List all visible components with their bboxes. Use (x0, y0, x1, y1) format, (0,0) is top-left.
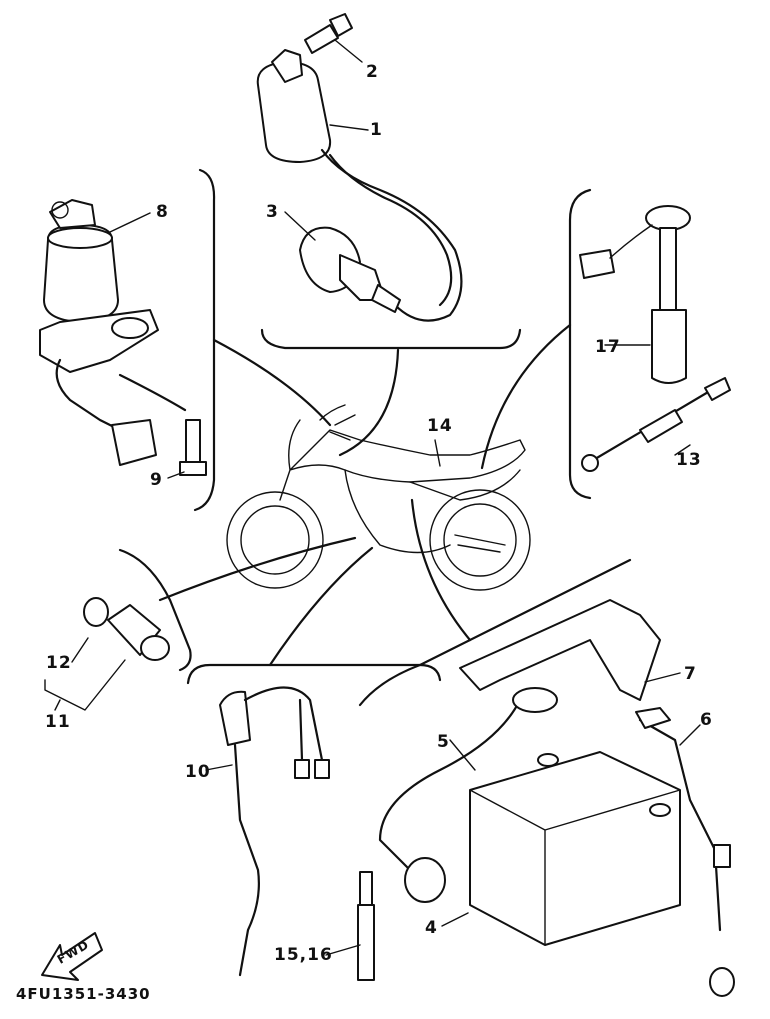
bracket-ignition (260, 328, 522, 350)
battery (469, 751, 681, 946)
callout-9: 9 (150, 470, 163, 490)
callout-6: 6 (700, 710, 713, 730)
callout-10: 10 (185, 762, 211, 782)
leader-ignition (338, 348, 400, 457)
bolt-2 (304, 13, 353, 54)
leader-battery (410, 498, 472, 642)
battery-lead-6 (635, 707, 735, 997)
callout-5: 5 (437, 732, 450, 752)
callout-leaders (44, 39, 701, 956)
callout-11: 11 (45, 712, 71, 732)
callout-14: 14 (427, 416, 453, 436)
leader-relay (268, 546, 374, 667)
battery-lead-5 (378, 687, 558, 903)
neutral-switch (83, 597, 170, 661)
bracket-right (568, 188, 592, 500)
ignition-coil (256, 49, 463, 322)
leader-neutral (158, 536, 357, 602)
forward-arrow-icon (41, 932, 103, 981)
bolt-9 (179, 419, 207, 476)
sender-unit (579, 205, 691, 384)
callout-8: 8 (156, 202, 169, 222)
bracket-battery (358, 558, 632, 707)
relay-10 (219, 686, 330, 977)
callout-7: 7 (684, 664, 697, 684)
motorcycle-outline (226, 404, 531, 591)
leader-main-switch (212, 338, 332, 427)
band-15-16 (357, 871, 375, 981)
spark-plug-cap (299, 226, 401, 313)
callout-17: 17 (595, 337, 621, 357)
battery-band (459, 599, 661, 701)
leader-right (480, 323, 572, 470)
bracket-relay (186, 663, 442, 685)
bracket-neutral (118, 548, 192, 672)
callout-4: 4 (425, 918, 438, 938)
callout-15-16: 15,16 (274, 945, 333, 965)
callout-13: 13 (676, 450, 702, 470)
lead-13 (581, 377, 731, 472)
callout-12: 12 (46, 653, 72, 673)
callout-3: 3 (266, 202, 279, 222)
drawing-code: 4FU1351-3430 (16, 985, 151, 1003)
callout-2: 2 (366, 62, 379, 82)
main-switch (39, 199, 187, 466)
callout-1: 1 (370, 120, 383, 140)
